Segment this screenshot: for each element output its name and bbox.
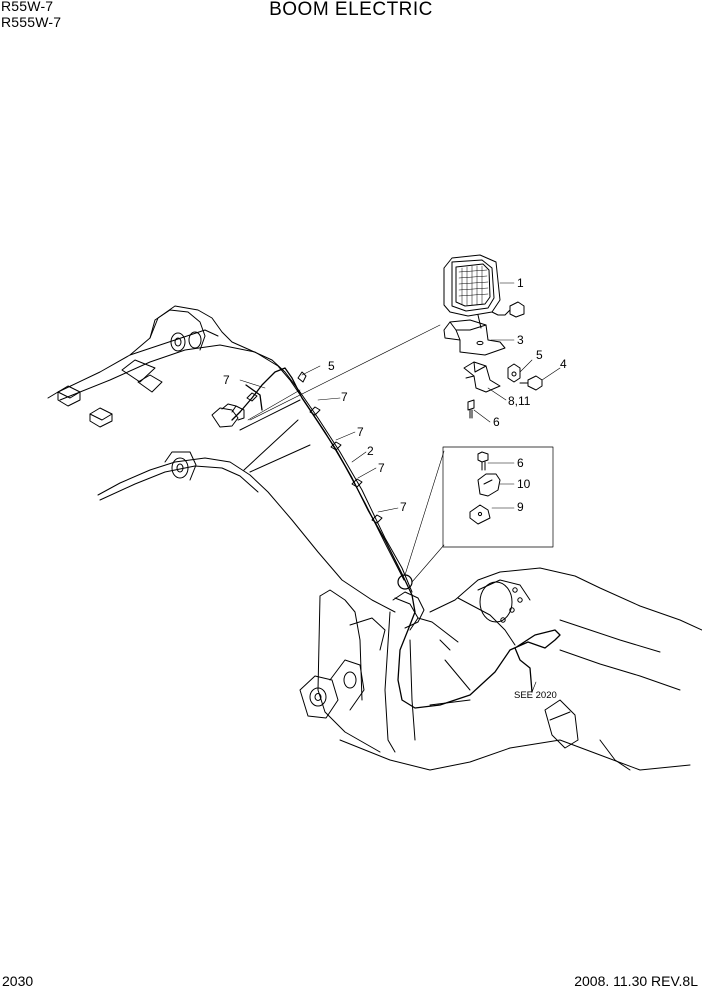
callout-7-connector: 7 [223,373,230,387]
callout-8-11: 8,11 [508,394,531,408]
callout-7-clip-3: 7 [378,461,385,475]
callout-7-clip-2: 7 [357,425,364,439]
detail-view-box [442,446,554,548]
see-2020-note: SEE 2020 [514,690,557,701]
callout-10: 10 [517,477,531,491]
model-label-r55w7: R55W-7 [1,0,54,14]
revision-date: 2008. 11.30 REV.8L [574,973,698,989]
callout-2: 2 [367,444,374,458]
detail-clamp-parts [469,451,501,525]
work-lamp [443,254,501,317]
boom-arm [47,305,419,619]
bolt-item-6 [467,399,475,419]
wire-clips [246,392,383,524]
base-frame [429,567,702,771]
callout-1: 1 [517,276,524,290]
lamp-bracket [443,319,506,356]
page-number: 2030 [2,973,34,989]
detail-marker-circle [397,574,413,590]
callout-4: 4 [560,357,567,371]
page-title: BOOM ELECTRIC [269,0,433,20]
model-label-r555w7: R555W-7 [1,14,62,30]
callout-7-clip-4: 7 [400,500,407,514]
callout-3: 3 [517,333,524,347]
sub-bracket [463,361,501,393]
clip-item-5 [507,363,521,383]
leader-lines [239,282,561,513]
callout-5-lamp: 5 [536,348,543,362]
callout-7-clip-1: 7 [341,390,348,404]
projection-lines [247,324,445,583]
callout-5-boom: 5 [328,359,335,373]
lamp-wire-and-plug [477,301,525,329]
small-bracket-on-boom [297,371,307,383]
bolt-item-4 [519,375,543,391]
arm-mounted-blocks [57,385,113,428]
callout-6-lamp: 6 [493,415,500,429]
callout-labels: 1 3 5 4 8,11 6 5 7 7 7 2 7 7 6 10 9 SEE … [223,276,567,701]
boom-wiring-harness [231,367,561,709]
callout-9: 9 [517,500,524,514]
see-2020-leader [531,681,537,693]
harness-connector [211,403,245,428]
lamp-grid [458,265,489,306]
callout-6-detail: 6 [517,456,524,470]
boom-foot-bracket [299,589,691,771]
